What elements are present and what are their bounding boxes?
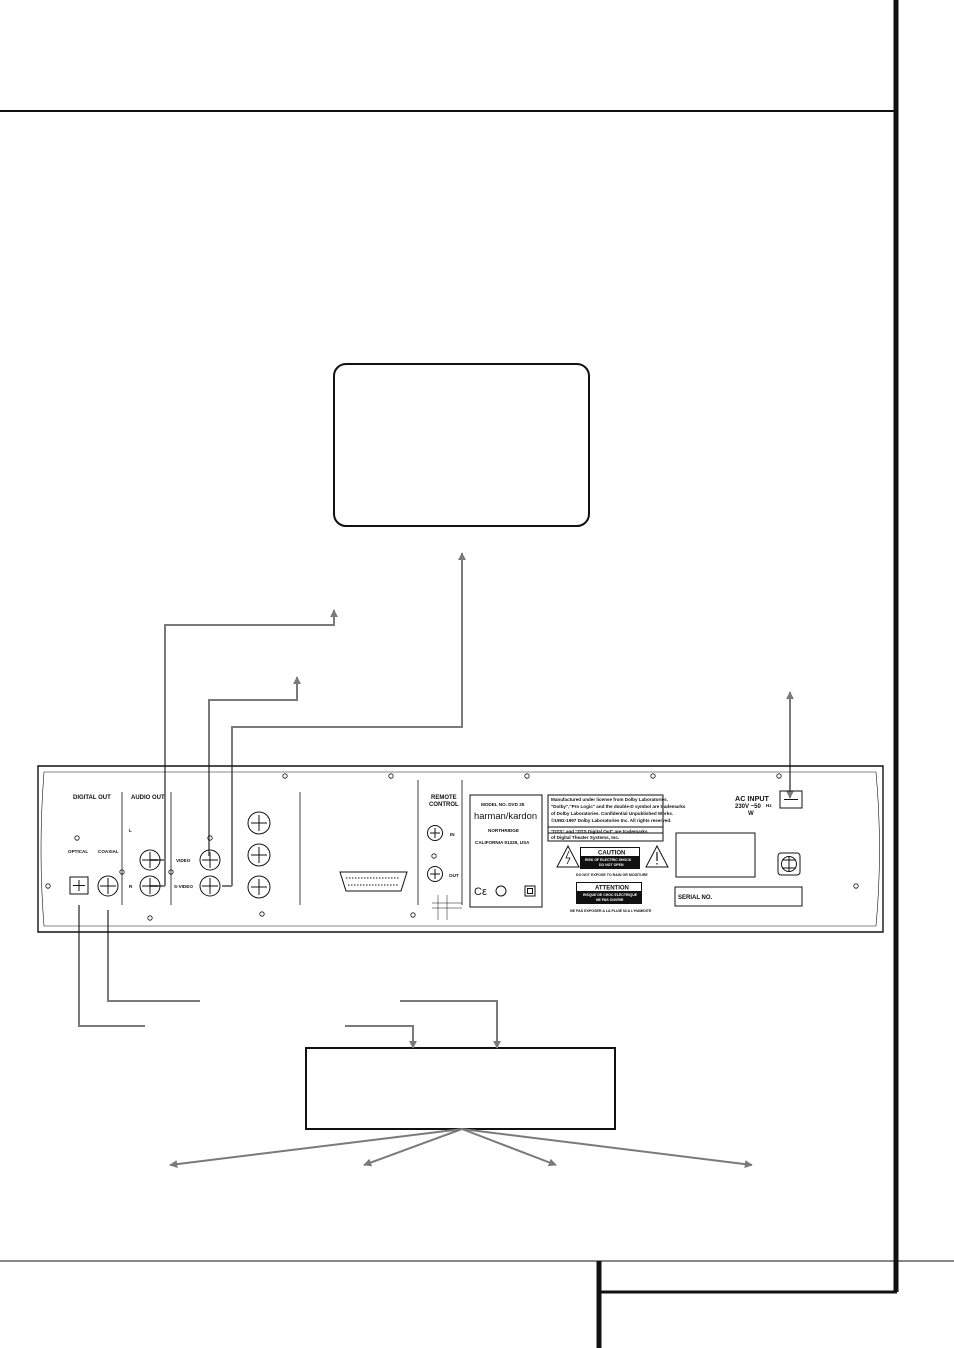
label-dolby-4: ©1992-1997 Dolby Laboratories Inc. All r… <box>551 817 671 823</box>
label-dolby-3: of Dolby Laboratories. Confidential Unpu… <box>551 811 673 816</box>
label-caution-note: DO NOT EXPOSE TO RAIN OR MOISTURE <box>576 873 648 877</box>
scart-connector <box>339 871 408 892</box>
rear-panel <box>37 765 884 933</box>
arrow-video-to-tv <box>231 552 466 886</box>
ac-inlet <box>779 790 803 809</box>
label-model-no: MODEL NO. DVD 25 <box>481 802 525 807</box>
tv-box <box>333 363 590 527</box>
label-coaxial: COAXIAL <box>98 849 119 854</box>
label-city: NORTHRIDGE <box>488 828 519 833</box>
label-dts-1: "DTS" and "DTS Digital Out" are trademar… <box>551 829 648 834</box>
arrow-speaker-2 <box>363 1128 463 1167</box>
label-ac-input: AC INPUT <box>735 794 770 803</box>
label-state: CALIFORNIA 91329, USA <box>475 840 530 845</box>
label-caution: CAUTION <box>598 851 625 857</box>
audio-l-jack <box>139 849 161 871</box>
label-digital-out: DIGITAL OUT <box>73 795 111 801</box>
s-video-jack <box>199 875 221 897</box>
component-jack-1 <box>247 811 271 835</box>
label-attention-sub-1: RISQUE DE CHOC ELECTRIQUE <box>583 893 638 897</box>
component-jack-3 <box>247 875 271 899</box>
label-attention-sub-2: NE PAS OUVRIR <box>596 898 624 902</box>
arrow-speaker-4 <box>461 1128 753 1169</box>
remote-out-jack <box>427 866 443 882</box>
label-gap-lower <box>145 1023 345 1029</box>
label-caution-sub-1: RISK OF ELECTRIC SHOCK <box>585 858 632 862</box>
rear-panel-labels: DIGITAL OUT OPTICAL COAXIAL AUDIO OUT L … <box>68 794 772 913</box>
label-s-video: S-VIDEO <box>174 884 193 889</box>
remote-in-jack <box>427 825 443 841</box>
label-ac-hz: Hz <box>766 803 772 808</box>
attention-title-box <box>577 883 641 891</box>
arrow-speaker-1 <box>169 1128 463 1169</box>
label-brand: harman/kardon <box>474 810 537 821</box>
label-dolby-2: "Dolby","Pro Logic" and the double-D sym… <box>551 804 686 809</box>
connectors <box>69 790 803 908</box>
audio-r-jack <box>139 875 161 897</box>
label-caution-sub-2: DO NOT OPEN <box>599 863 624 867</box>
receiver-box <box>305 1047 616 1130</box>
label-control: CONTROL <box>429 802 459 808</box>
component-jack-2 <box>247 843 271 867</box>
dts-notice-box <box>547 826 664 842</box>
label-gap-upper <box>200 998 400 1004</box>
label-audio-r: R <box>129 884 133 889</box>
caution-title-box <box>581 848 639 856</box>
label-attention-note: NE PAS EXPOSER A LA PLUIE NI A L'HUMIDIT… <box>570 909 652 913</box>
model-label-box <box>469 794 543 908</box>
rating-blank-box <box>675 832 756 878</box>
label-audio-l: L <box>129 828 132 833</box>
video-jack <box>199 849 221 871</box>
label-dts-2: of Digital Theater Systems, Inc. <box>551 835 619 840</box>
label-audio-out: AUDIO OUT <box>131 795 165 801</box>
label-ac-w: W <box>748 811 754 817</box>
warning-triangles <box>556 844 669 868</box>
label-optical: OPTICAL <box>68 849 88 854</box>
label-serial-no: SERIAL NO. <box>678 895 713 901</box>
label-remote: REMOTE <box>431 795 457 801</box>
arrow-audio-up <box>164 609 338 886</box>
label-remote-in: IN <box>450 832 455 837</box>
dvd-region-logo <box>777 852 801 876</box>
arrow-speaker-3 <box>461 1128 557 1167</box>
label-attention: ATTENTION <box>595 886 629 892</box>
label-ac-voltage: 230V ~50 <box>735 804 762 810</box>
cert-marks <box>495 885 536 897</box>
label-dolby-1: Manufactured under license from Dolby La… <box>551 797 668 802</box>
optical-jack <box>69 876 89 895</box>
dolby-notice-box <box>547 794 664 834</box>
label-video: VIDEO <box>176 858 191 863</box>
label-remote-out: OUT <box>449 873 459 878</box>
coaxial-jack <box>97 875 119 897</box>
screw-holes <box>45 773 859 921</box>
label-ce-mark: Cε <box>474 886 487 898</box>
serial-box <box>674 886 803 907</box>
arrow-video-up <box>208 676 301 856</box>
